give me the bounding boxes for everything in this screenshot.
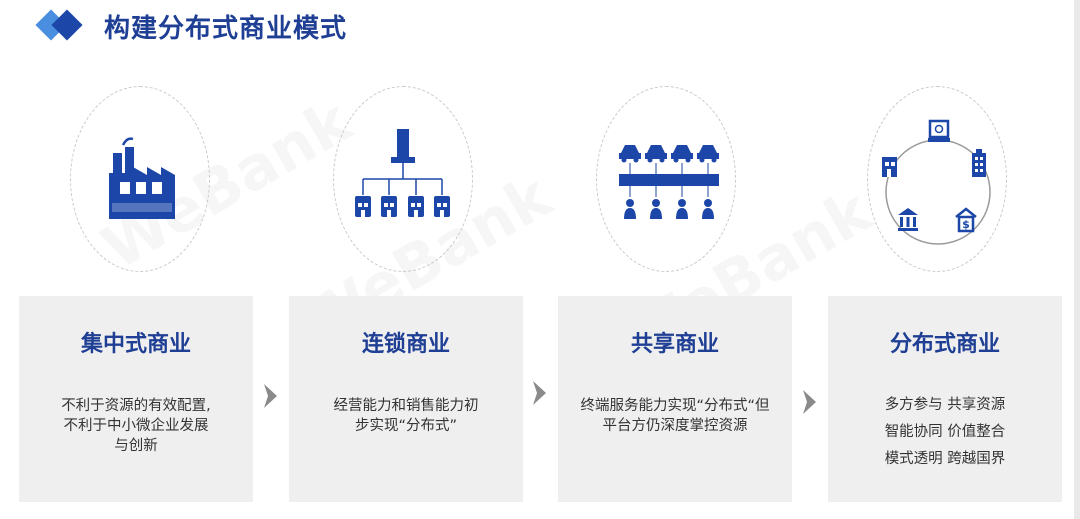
stage-card-distributed: 分布式商业 多方参与 共享资源 智能协同 价值整合 模式透明 跨越国界 bbox=[828, 296, 1062, 502]
chain-store-tree-icon bbox=[355, 129, 450, 217]
description-line: 不利于资源的有效配置, bbox=[61, 398, 211, 414]
factory-icon bbox=[109, 137, 175, 219]
stage-description: 多方参与 共享资源 智能协同 价值整合 模式透明 跨越国界 bbox=[838, 392, 1052, 473]
diamond-logo-icon bbox=[34, 8, 92, 44]
stage-title: 共享商业 bbox=[630, 332, 719, 357]
description-line: 智能协同 价值整合 bbox=[884, 424, 1006, 440]
description-line: 步实现“分布式” bbox=[354, 418, 458, 434]
description-line: 平台方仍深度掌控资源 bbox=[602, 418, 748, 434]
stage-1-circle bbox=[70, 86, 210, 272]
right-edge-strip bbox=[1074, 0, 1080, 519]
description-line: 经营能力和销售能力初 bbox=[333, 398, 479, 414]
stage-title: 分布式商业 bbox=[889, 332, 1000, 357]
stage-4-circle: $ bbox=[867, 86, 1007, 272]
stage-description: 不利于资源的有效配置, 不利于中小微企业发展 与创新 bbox=[29, 396, 243, 456]
chevron-right-icon bbox=[803, 390, 816, 414]
description-line: 模式透明 跨越国界 bbox=[884, 451, 1006, 467]
description-line: 不利于中小微企业发展 bbox=[63, 418, 209, 434]
chevron-right-icon bbox=[264, 384, 277, 408]
distributed-network-icon: $ bbox=[882, 119, 991, 245]
stage-title: 集中式商业 bbox=[80, 332, 191, 357]
stage-title: 连锁商业 bbox=[361, 332, 450, 357]
stage-2-circle bbox=[333, 86, 473, 272]
stage-description: 终端服务能力实现“分布式“但 平台方仍深度掌控资源 bbox=[560, 396, 790, 436]
stage-card-centralized: 集中式商业 不利于资源的有效配置, 不利于中小微企业发展 与创新 bbox=[19, 296, 253, 502]
stage-description: 经营能力和销售能力初 步实现“分布式” bbox=[299, 396, 513, 436]
stage-3-circle bbox=[596, 86, 736, 272]
stage-card-sharing: 共享商业 终端服务能力实现“分布式“但 平台方仍深度掌控资源 bbox=[558, 296, 792, 502]
stage-card-chain: 连锁商业 经营能力和销售能力初 步实现“分布式” bbox=[289, 296, 523, 502]
chevron-right-icon bbox=[533, 381, 546, 405]
header: 构建分布式商业模式 bbox=[34, 8, 347, 44]
shared-platform-icon bbox=[619, 145, 719, 219]
svg-text:$: $ bbox=[962, 218, 970, 231]
page-title: 构建分布式商业模式 bbox=[104, 13, 348, 44]
description-line: 多方参与 共享资源 bbox=[884, 397, 1006, 413]
description-line: 与创新 bbox=[114, 438, 158, 454]
description-line: 终端服务能力实现“分布式“但 bbox=[580, 398, 770, 414]
